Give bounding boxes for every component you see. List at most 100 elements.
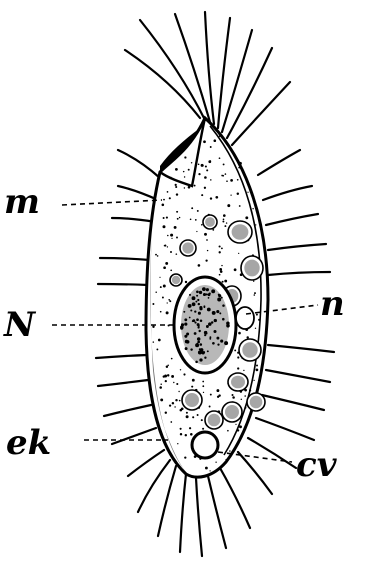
stipple-dot	[163, 199, 165, 201]
stipple-dot	[176, 383, 178, 385]
nucleus-granule	[204, 357, 206, 359]
nucleus-granule	[213, 330, 216, 333]
stipple-dot	[210, 146, 212, 148]
label-ek: ek	[6, 423, 51, 463]
stipple-dot	[152, 303, 154, 305]
nucleus-granule	[209, 336, 211, 338]
stipple-dot	[165, 380, 167, 382]
stipple-dot	[205, 467, 208, 470]
stipple-dot	[159, 386, 162, 389]
nucleus-granule	[196, 290, 199, 293]
stipple-dot	[218, 394, 220, 396]
stipple-dot	[216, 389, 219, 392]
stipple-dot	[225, 173, 227, 175]
label-N: N	[3, 305, 37, 345]
stipple-dot	[162, 204, 165, 207]
nucleus-granule	[199, 358, 202, 361]
nucleus-granule	[212, 311, 215, 314]
stipple-dot	[226, 222, 227, 223]
cilium	[263, 186, 312, 200]
nucleus-granule	[226, 324, 230, 328]
nucleus-granule	[222, 304, 225, 307]
stipple-dot	[169, 197, 171, 199]
nucleus-granule	[197, 341, 200, 344]
cilium	[268, 345, 334, 352]
food-vacuole-shading	[244, 260, 259, 277]
stipple-dot	[169, 404, 171, 406]
label-cv: cv	[296, 445, 338, 485]
nucleus-granule	[184, 335, 187, 338]
stipple-dot	[201, 224, 203, 226]
stipple-dot	[155, 292, 156, 293]
nucleus-granule	[195, 301, 197, 303]
nucleus-granule	[196, 295, 198, 297]
stipple-dot	[175, 168, 178, 171]
stipple-dot	[204, 176, 207, 179]
stipple-dot	[183, 171, 184, 172]
stipple-dot	[174, 406, 175, 407]
stipple-dot	[237, 192, 239, 194]
nucleus-granule	[212, 342, 215, 345]
stipple-dot	[183, 373, 185, 375]
stipple-dot	[157, 255, 159, 257]
stipple-dot	[207, 250, 208, 251]
cilium	[266, 370, 330, 382]
stipple-dot	[176, 237, 178, 239]
stipple-dot	[203, 392, 204, 393]
stipple-dot	[163, 266, 166, 269]
stipple-dot	[189, 427, 191, 429]
stipple-dot	[234, 268, 237, 271]
label-m: m	[4, 182, 40, 222]
stipple-dot	[237, 429, 239, 431]
stipple-dot	[237, 367, 239, 369]
nucleus-granule	[199, 307, 202, 310]
stipple-dot	[237, 356, 239, 358]
stipple-dot	[185, 434, 187, 436]
stipple-dot	[220, 270, 223, 273]
nucleus-granule	[218, 294, 221, 297]
nucleus-granule	[221, 297, 223, 299]
nucleus-granule	[184, 318, 187, 321]
stipple-dot	[169, 300, 171, 302]
nucleus-granule	[190, 309, 192, 311]
stipple-dot	[184, 456, 186, 458]
stipple-dot	[163, 375, 165, 377]
stipple-dot	[197, 210, 199, 212]
stipple-dot	[247, 192, 248, 193]
stipple-dot	[209, 470, 210, 471]
stipple-dot	[239, 162, 242, 165]
stipple-dot	[209, 406, 211, 408]
stipple-dot	[201, 419, 203, 421]
nucleus-granule	[195, 361, 198, 364]
cilium	[256, 418, 314, 440]
stipple-dot	[256, 364, 258, 366]
stipple-dot	[202, 428, 204, 430]
stipple-dot	[226, 180, 228, 182]
stipple-dot	[253, 380, 254, 381]
stipple-dot	[256, 314, 258, 316]
stipple-dot	[156, 348, 158, 350]
stipple-dot	[205, 165, 207, 167]
stipple-dot	[166, 365, 168, 367]
nucleus-granule	[188, 304, 192, 308]
stipple-dot	[239, 425, 242, 428]
stipple-dot	[167, 374, 169, 376]
nucleus-granule	[219, 312, 221, 314]
nucleus-granule	[180, 327, 183, 330]
stipple-dot	[179, 217, 181, 219]
stipple-dot	[245, 216, 248, 219]
nucleus-granule	[206, 288, 209, 291]
stipple-dot	[171, 238, 172, 239]
cilium	[125, 50, 200, 118]
stipple-dot	[202, 381, 204, 383]
nucleus-granule	[199, 348, 201, 350]
cilium	[248, 438, 296, 468]
nucleus-granule	[209, 338, 211, 340]
stipple-dot	[190, 433, 193, 436]
food-vacuole-shading	[182, 242, 193, 253]
stipple-dot	[165, 262, 168, 265]
nucleus-granule	[197, 337, 201, 341]
stipple-dot	[201, 194, 203, 196]
stipple-dot	[235, 424, 236, 425]
